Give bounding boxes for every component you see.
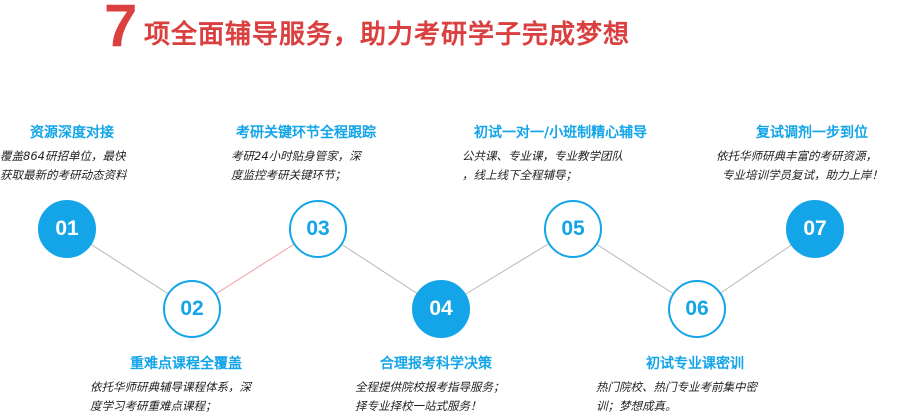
step-description-line: 获取最新的考研动态资料 — [0, 168, 127, 182]
step-title: 考研关键环节全程跟踪 — [236, 125, 376, 141]
step-description-line: 专业培训学员复试，助力上岸！ — [722, 168, 883, 182]
step-description-line: 度学习考研重难点课程； — [90, 399, 217, 413]
step-description-line: 全程提供院校报考指导服务； — [355, 380, 505, 394]
step-description-line: ，线上线下全程辅导； — [462, 168, 577, 182]
step-title: 合理报考科学决策 — [380, 356, 492, 372]
step-description: 依托华师研典辅导课程体系，深 度学习考研重难点课程； — [90, 378, 251, 416]
step-04-card: 合理报考科学决策 全程提供院校报考指导服务； 择专业择校一站式服务！ — [355, 355, 505, 416]
step-circle-07: 07 — [786, 200, 844, 258]
step-title: 初试一对一/小班制精心辅导 — [474, 125, 648, 141]
step-description-line: 依托华师研典丰富的考研资源， — [716, 149, 877, 163]
step-description: 依托华师研典丰富的考研资源， 专业培训学员复试，助力上岸！ — [716, 147, 883, 185]
heading-title: 项全面辅导服务，助力考研学子完成梦想 — [144, 20, 631, 50]
step-description-line: 考研24小时贴身管家，深 — [231, 149, 361, 163]
step-03-card: 考研关键环节全程跟踪 考研24小时贴身管家，深 度监控考研关键环节； — [231, 124, 376, 185]
step-circle-03: 03 — [289, 200, 347, 258]
step-description: 考研24小时贴身管家，深 度监控考研关键环节； — [231, 147, 376, 185]
step-02-card: 重难点课程全覆盖 依托华师研典辅导课程体系，深 度学习考研重难点课程； — [90, 355, 251, 416]
step-circle-01: 01 — [38, 200, 96, 258]
step-circle-05: 05 — [544, 200, 602, 258]
step-description-line: 度监控考研关键环节； — [231, 168, 346, 182]
step-description: 公共课、专业课，专业教学团队 ，线上线下全程辅导； — [462, 147, 647, 185]
step-description-line: 训；梦想成真。 — [596, 399, 677, 413]
step-description: 覆盖864研招单位，最快 获取最新的考研动态资料 — [0, 147, 127, 185]
step-description-line: 择专业择校一站式服务！ — [355, 399, 482, 413]
step-description-line: 依托华师研典辅导课程体系，深 — [90, 380, 251, 394]
step-description: 热门院校、热门专业考前集中密 训；梦想成真。 — [596, 378, 757, 416]
step-01-card: 资源深度对接 覆盖864研招单位，最快 获取最新的考研动态资料 — [0, 124, 127, 185]
step-title: 复试调剂一步到位 — [756, 125, 868, 141]
step-description: 全程提供院校报考指导服务； 择专业择校一站式服务！ — [355, 378, 505, 416]
step-07-card: 复试调剂一步到位 依托华师研典丰富的考研资源， 专业培训学员复试，助力上岸！ — [716, 124, 883, 185]
step-title: 资源深度对接 — [30, 125, 114, 141]
step-title: 初试专业课密训 — [646, 356, 744, 372]
step-description-line: 热门院校、热门专业考前集中密 — [596, 380, 757, 394]
step-description-line: 覆盖864研招单位，最快 — [0, 149, 126, 163]
step-circle-06: 06 — [668, 280, 726, 338]
step-06-card: 初试专业课密训 热门院校、热门专业考前集中密 训；梦想成真。 — [596, 355, 757, 416]
step-title: 重难点课程全覆盖 — [130, 356, 242, 372]
heading-number: 7 — [104, 0, 138, 59]
step-05-card: 初试一对一/小班制精心辅导 公共课、专业课，专业教学团队 ，线上线下全程辅导； — [462, 124, 647, 185]
step-circle-04: 04 — [412, 280, 470, 338]
step-circle-02: 02 — [163, 280, 221, 338]
step-description-line: 公共课、专业课，专业教学团队 — [462, 149, 623, 163]
